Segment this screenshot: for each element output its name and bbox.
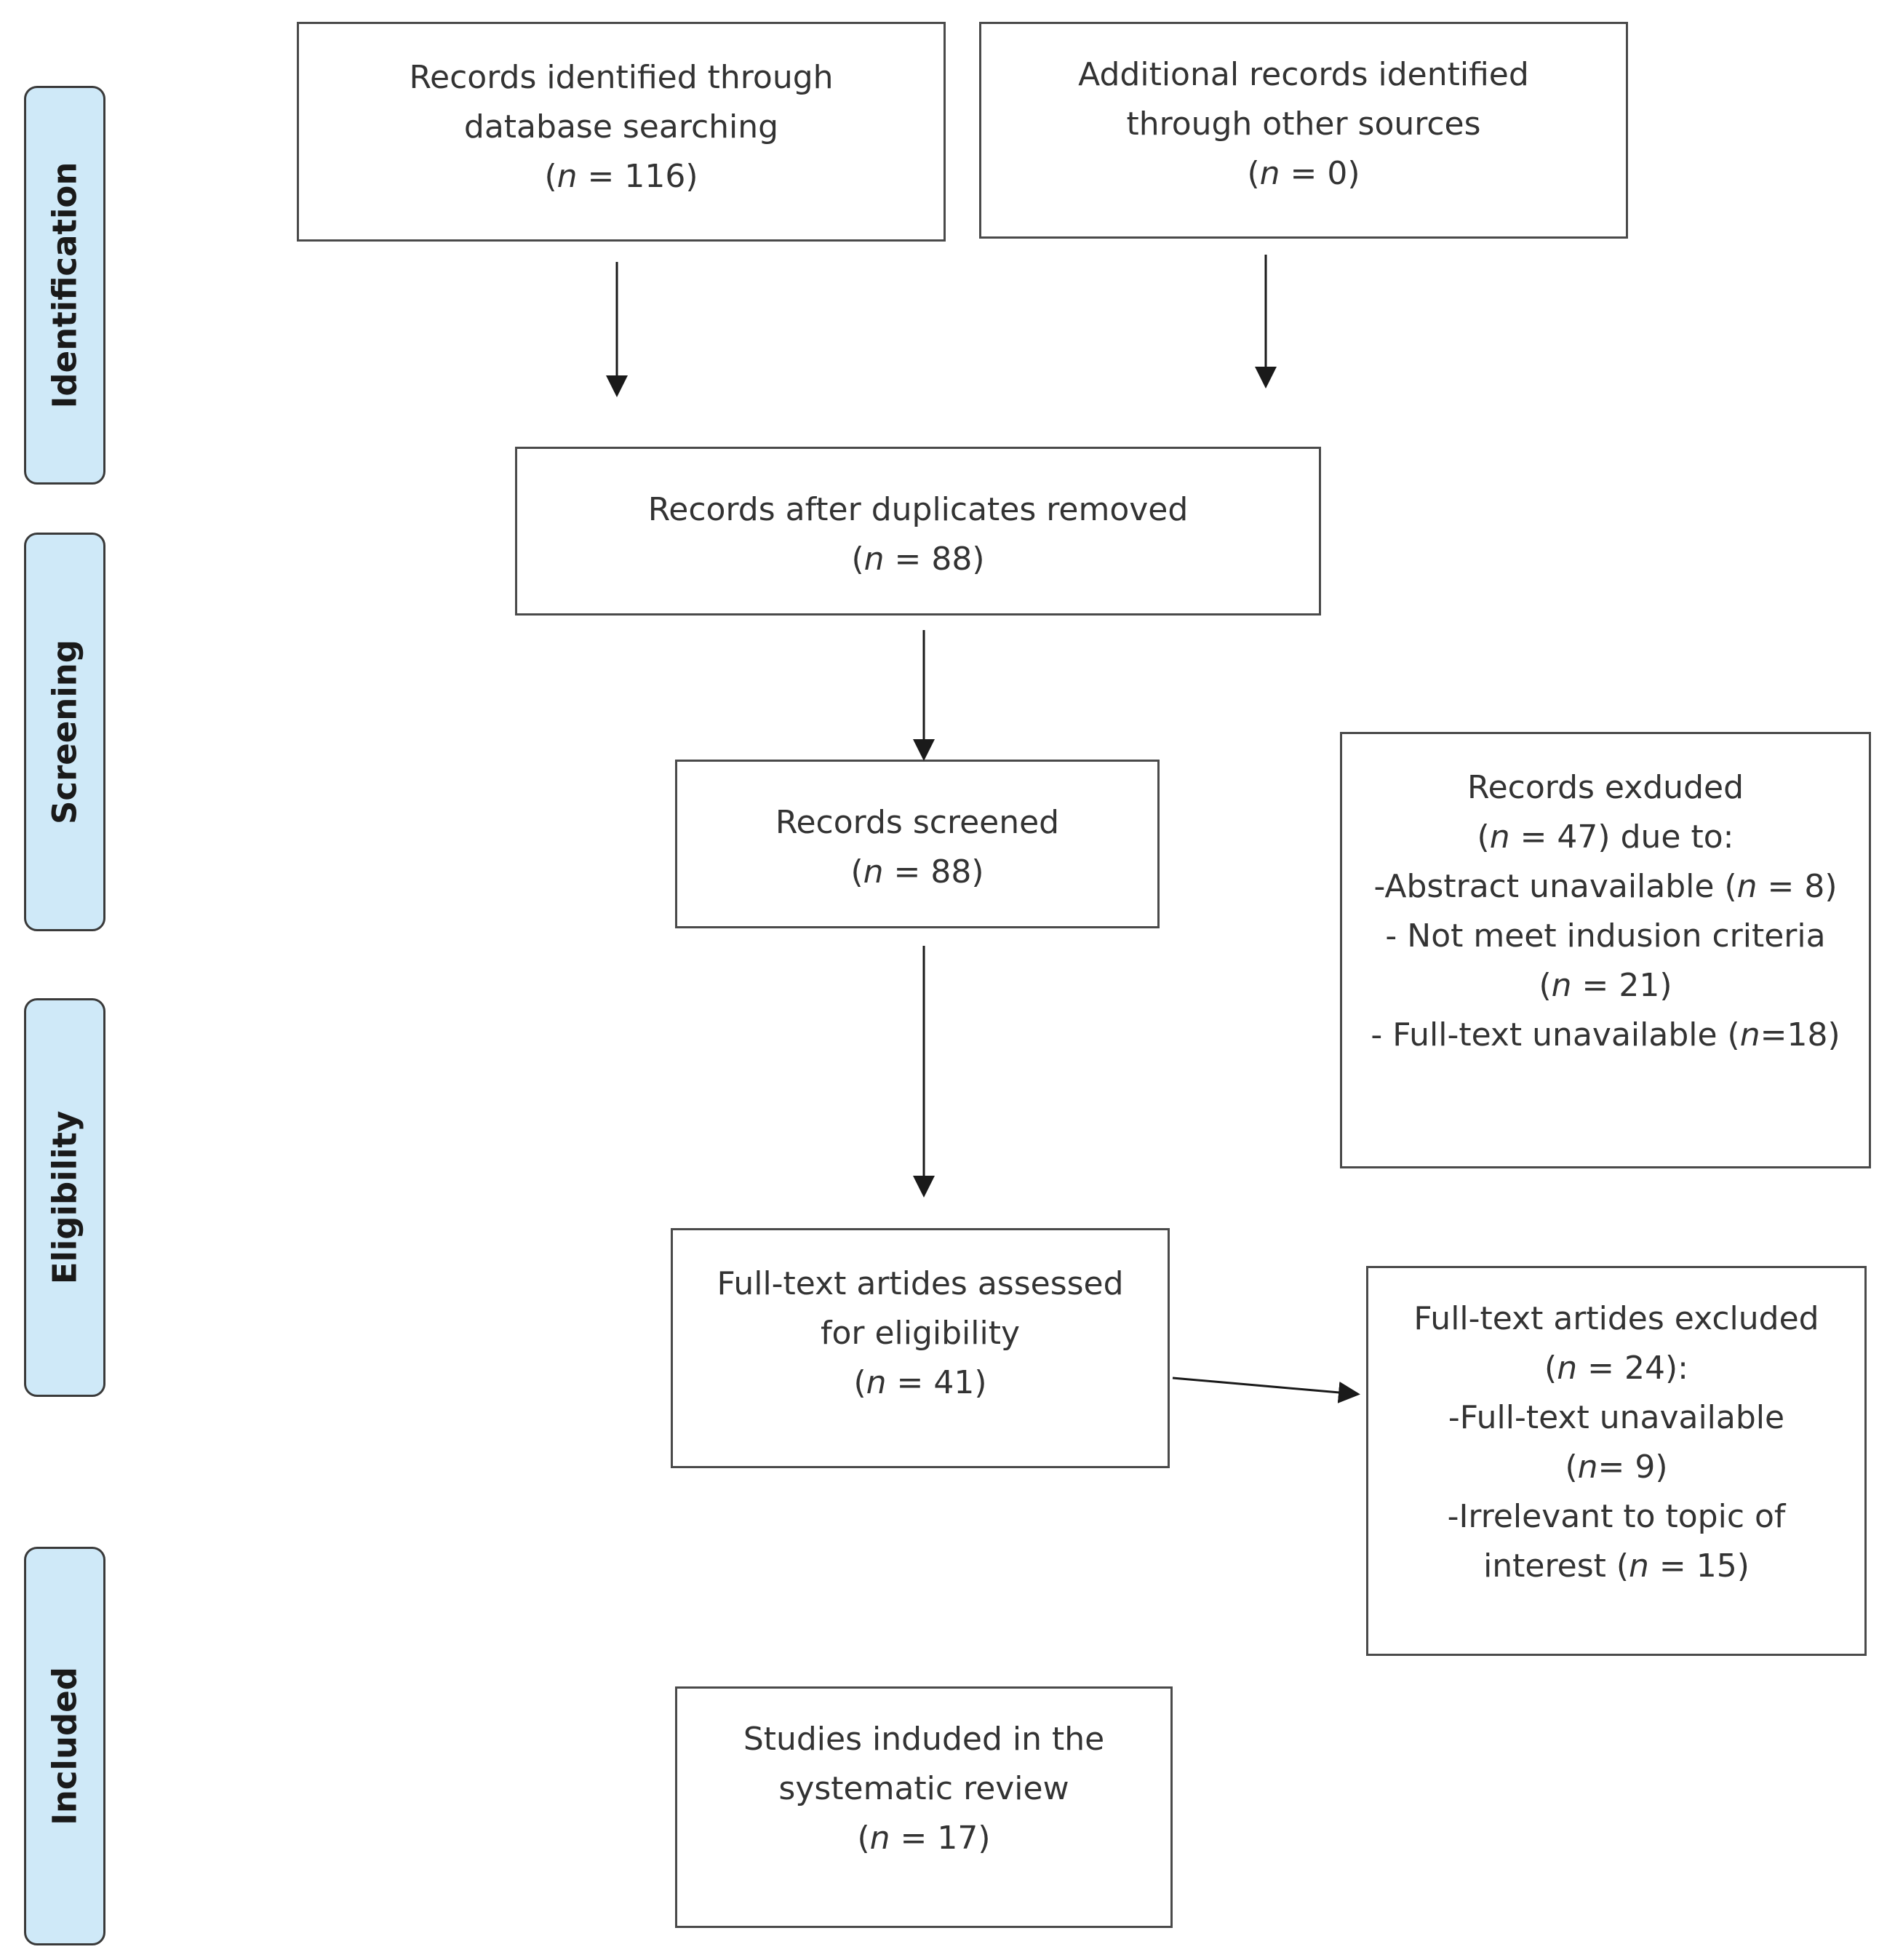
- fte-l6-var: n: [1629, 1547, 1649, 1585]
- stage-screening: Screening: [24, 533, 105, 931]
- rex-l6-suffix: =18): [1760, 1016, 1840, 1053]
- fte-l6-suffix: = 15): [1648, 1547, 1750, 1585]
- records-excluded-line4: - Not meet indusion criteria: [1385, 917, 1826, 955]
- box-records-screened: Records screened (n = 88): [675, 760, 1160, 928]
- fulltext-assessed-count: (n = 41): [673, 1358, 1168, 1408]
- box-studies-included: Studies induded in the systematic review…: [675, 1686, 1173, 1928]
- studies-included-line1: Studies induded in the: [743, 1721, 1105, 1758]
- duplicates-removed-count: (n = 88): [517, 535, 1319, 584]
- screened-count-suffix: = 88): [883, 853, 984, 891]
- inc-count-suffix: = 17): [890, 1820, 991, 1857]
- database-count-suffix: = 116): [577, 158, 698, 195]
- rex-l6-var: n: [1739, 1016, 1760, 1053]
- dup-count-prefix: (: [851, 541, 864, 578]
- fte-l2-var: n: [1557, 1350, 1578, 1387]
- database-records-line2: database searching: [463, 108, 779, 146]
- other-sources-line2: through other sources: [1126, 105, 1481, 143]
- other-sources-line1: Additional records identified: [1078, 56, 1529, 93]
- records-excluded-line6: - Full-text unavailable (n=18): [1342, 1011, 1869, 1060]
- stage-identification: Identification: [24, 86, 105, 485]
- records-excluded-line1: Records exduded: [1467, 769, 1744, 806]
- box-fulltext-excluded: Full-text artides excluded (n = 24): -Fu…: [1366, 1266, 1867, 1656]
- rex-l2-prefix: (: [1477, 818, 1490, 856]
- records-excluded-line3: -Abstract unavailable (n = 8): [1342, 862, 1869, 912]
- studies-included-line2: systematic review: [778, 1770, 1069, 1807]
- rex-l5-suffix: = 21): [1571, 967, 1672, 1004]
- database-records-line1: Records identified through: [409, 59, 834, 96]
- database-count-prefix: (: [544, 158, 557, 195]
- box-records-excluded: Records exduded (n = 47) due to: -Abstra…: [1340, 732, 1871, 1168]
- fta-count-prefix: (: [853, 1364, 866, 1401]
- box-database-records: Records identified through database sear…: [297, 22, 946, 242]
- fte-l2-suffix: = 24):: [1577, 1350, 1688, 1387]
- duplicates-removed-line1: Records after duplicates removed: [647, 491, 1189, 528]
- studies-included-count: (n = 17): [677, 1814, 1170, 1863]
- rex-l6-prefix: - Full-text unavailable (: [1371, 1016, 1740, 1053]
- other-count-prefix: (: [1247, 155, 1260, 192]
- fulltext-assessed-line2: for eligibility: [820, 1315, 1021, 1352]
- database-records-count: (n = 116): [299, 152, 943, 202]
- other-count-var: n: [1259, 155, 1280, 192]
- inc-count-prefix: (: [857, 1820, 870, 1857]
- arrow-assessed-to-excluded: [1172, 1377, 1360, 1403]
- fte-l6-prefix: interest (: [1483, 1547, 1629, 1585]
- fta-count-var: n: [866, 1364, 887, 1401]
- fulltext-assessed-line1: Full-text artides assessed: [717, 1265, 1124, 1302]
- records-screened-count: (n = 88): [677, 848, 1157, 897]
- stage-eligibility: Eligibility: [24, 998, 105, 1397]
- dup-count-var: n: [863, 541, 885, 578]
- rex-l2-suffix: = 47) due to:: [1509, 818, 1734, 856]
- fte-l4-suffix: = 9): [1597, 1449, 1668, 1486]
- rex-l2-var: n: [1489, 818, 1510, 856]
- box-other-sources: Additional records identified through ot…: [979, 22, 1628, 239]
- stage-included: Included: [24, 1547, 105, 1945]
- fulltext-excluded-line3: -Full-text unavailable: [1448, 1399, 1785, 1436]
- records-screened-line1: Records screened: [775, 804, 1060, 841]
- fte-l4-var: n: [1577, 1449, 1598, 1486]
- other-count-suffix: = 0): [1280, 155, 1360, 192]
- rex-l3-suffix: = 8): [1757, 868, 1838, 905]
- fulltext-excluded-line5: -Irrelevant to topic of: [1447, 1498, 1786, 1535]
- fulltext-excluded-line4: (n= 9): [1368, 1443, 1864, 1492]
- dup-count-suffix: = 88): [884, 541, 985, 578]
- screened-count-var: n: [863, 853, 884, 891]
- rex-l3-prefix: -Abstract unavailable (: [1373, 868, 1737, 905]
- inc-count-var: n: [869, 1820, 890, 1857]
- box-fulltext-assessed: Full-text artides assessed for eligibili…: [671, 1228, 1170, 1468]
- fulltext-excluded-line2: (n = 24):: [1368, 1344, 1864, 1393]
- fulltext-excluded-line1: Full-text artides excluded: [1413, 1300, 1819, 1337]
- records-excluded-line5: (n = 21): [1342, 961, 1869, 1011]
- fta-count-suffix: = 41): [886, 1364, 987, 1401]
- other-sources-count: (n = 0): [981, 149, 1626, 199]
- database-count-var: n: [556, 158, 578, 195]
- rex-l5-var: n: [1551, 967, 1572, 1004]
- screened-count-prefix: (: [850, 853, 863, 891]
- rex-l5-prefix: (: [1539, 967, 1552, 1004]
- fte-l4-prefix: (: [1565, 1449, 1578, 1486]
- fte-l2-prefix: (: [1544, 1350, 1557, 1387]
- box-duplicates-removed: Records after duplicates removed (n = 88…: [515, 447, 1321, 616]
- records-excluded-line2: (n = 47) due to:: [1342, 813, 1869, 862]
- rex-l3-var: n: [1736, 868, 1758, 905]
- fulltext-excluded-line6: interest (n = 15): [1368, 1542, 1864, 1591]
